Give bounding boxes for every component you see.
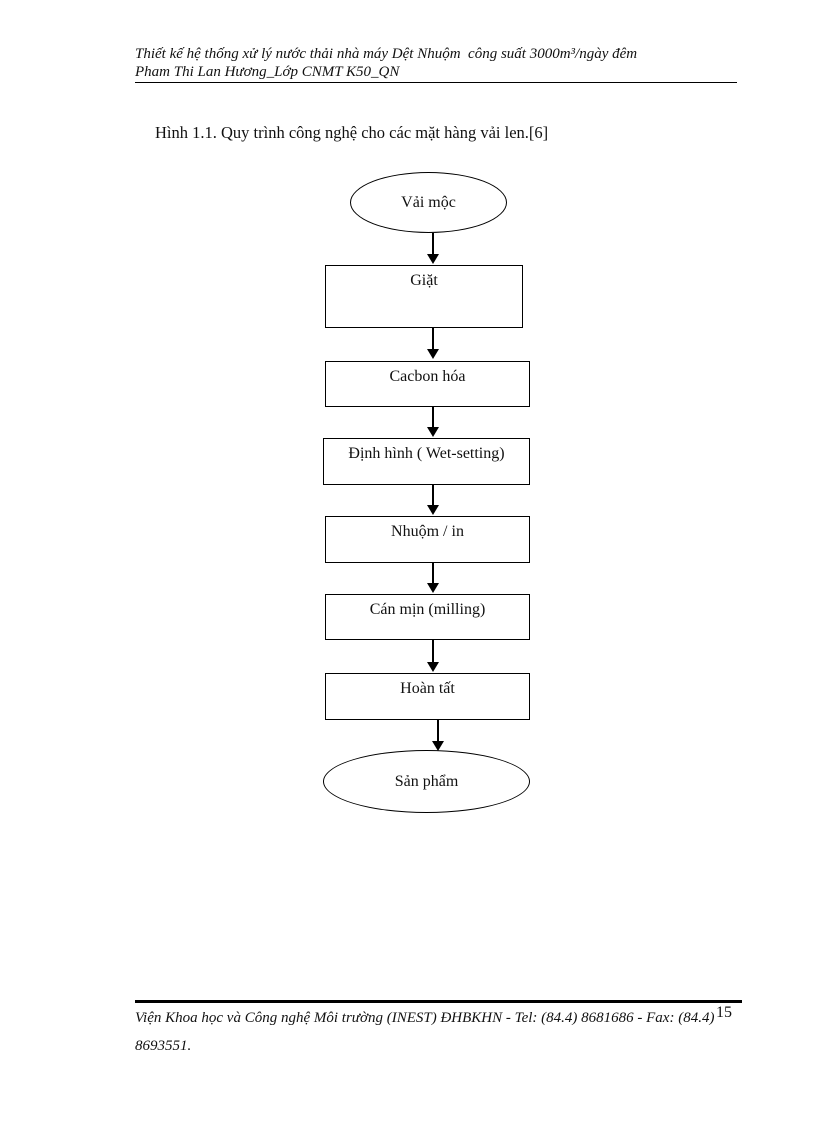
flow-arrow-1 [427, 233, 439, 264]
flow-node-label: Cacbon hóa [389, 368, 466, 385]
arrow-head-icon [427, 505, 439, 515]
flow-node-can-min: Cán mịn (milling) [325, 594, 530, 640]
arrow-stem [432, 640, 434, 663]
flow-node-label: Cán mịn (milling) [369, 601, 486, 618]
arrow-stem [432, 233, 434, 255]
flow-arrow-6 [427, 640, 439, 672]
flow-arrow-7 [432, 720, 444, 751]
arrow-stem [432, 563, 434, 584]
arrow-stem [437, 720, 439, 742]
flow-node-san-pham: Sản phẩm [323, 750, 530, 813]
flow-node-label: Nhuộm / in [391, 523, 464, 540]
flow-node-label: Sản phẩm [394, 772, 459, 790]
header-author-line: Pham Thi Lan Hương_Lớp CNMT K50_QN [135, 64, 400, 80]
flow-node-label: Hoàn tất [400, 680, 455, 697]
flow-arrow-2 [427, 328, 439, 359]
flow-node-hoan-tat: Hoàn tất [325, 673, 530, 720]
arrow-stem [432, 407, 434, 428]
arrow-stem [432, 328, 434, 350]
flow-node-cacbon-hoa: Cacbon hóa [325, 361, 530, 407]
arrow-head-icon [427, 427, 439, 437]
process-flowchart: Vải mộc Giặt Cacbon hóa Định hình ( Wet-… [323, 172, 530, 813]
arrow-head-icon [427, 662, 439, 672]
flow-node-label: Vải mộc [401, 193, 456, 211]
page-header: Thiết kế hệ thống xử lý nước thải nhà má… [135, 45, 737, 83]
flow-arrow-5 [427, 563, 439, 593]
arrow-head-icon [432, 741, 444, 751]
figure-caption: Hình 1.1. Quy trình công nghệ cho các mặ… [155, 123, 549, 142]
flow-node-nhuom-in: Nhuộm / in [325, 516, 530, 563]
flow-arrow-4 [427, 485, 439, 515]
page-number: 15 [716, 1004, 732, 1021]
footer-line-2: 8693551. [135, 1038, 192, 1054]
flow-node-label: Giặt [410, 272, 438, 289]
flow-node-vai-moc: Vải mộc [350, 172, 507, 233]
flow-node-label: Định hình ( Wet-setting) [348, 445, 505, 462]
arrow-head-icon [427, 254, 439, 264]
header-title-line: Thiết kế hệ thống xử lý nước thải nhà má… [135, 46, 638, 62]
arrow-head-icon [427, 349, 439, 359]
arrow-head-icon [427, 583, 439, 593]
footer-rule [135, 1000, 742, 1003]
arrow-stem [432, 485, 434, 506]
flow-arrow-3 [427, 407, 439, 437]
footer-line-1: Viện Khoa học và Công nghệ Môi trường (I… [135, 1010, 715, 1026]
flow-node-giat: Giặt [325, 265, 523, 328]
flow-node-dinh-hinh: Định hình ( Wet-setting) [323, 438, 530, 485]
